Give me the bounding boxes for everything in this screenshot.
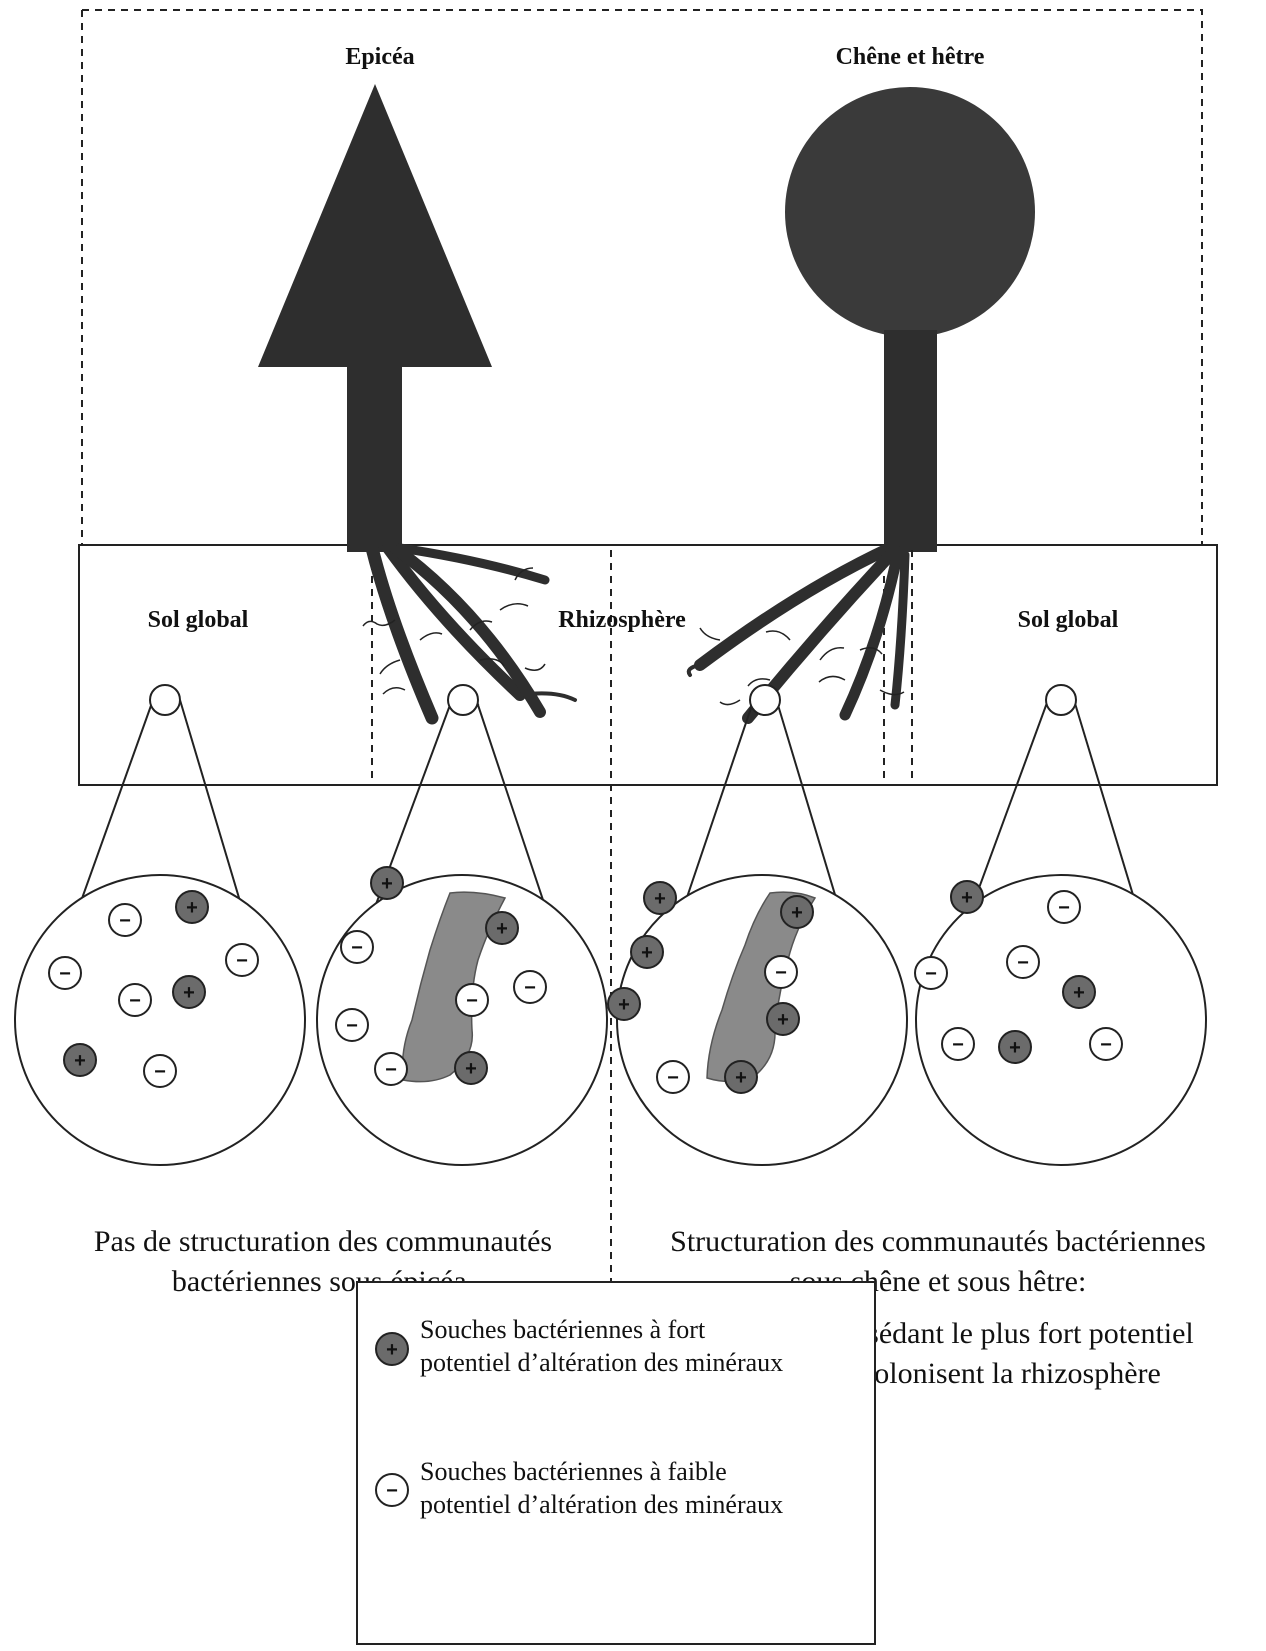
caption-right-line-1: Structuration des communautés bactérienn… (618, 1222, 1258, 1262)
low-potential-bacterium: − (119, 984, 151, 1016)
minus-sign: − (1100, 1034, 1112, 1056)
high-potential-bacterium: + (371, 867, 403, 899)
soil-box (79, 545, 1217, 785)
plus-sign: + (1009, 1037, 1021, 1059)
plus-sign: + (735, 1067, 747, 1089)
oak-beech-tree (785, 87, 1035, 545)
minus-sign: − (466, 990, 478, 1012)
low-potential-bacterium: − (336, 1009, 368, 1041)
legend-minus-text: Souches bactériennes à faible potentiel … (420, 1455, 783, 1521)
spruce-trunk (347, 367, 402, 545)
minus-sign: − (1017, 952, 1029, 974)
low-potential-bacterium: − (765, 956, 797, 988)
low-potential-bacterium: − (1007, 946, 1039, 978)
magnifier-connectors (75, 700, 1140, 918)
high-potential-bacterium: + (486, 912, 518, 944)
high-potential-bacterium: + (173, 976, 205, 1008)
high-potential-bacterium: + (999, 1031, 1031, 1063)
low-potential-bacterium: − (456, 984, 488, 1016)
plus-sign: + (183, 982, 195, 1004)
minus-sign: − (129, 990, 141, 1012)
legend-minus-line-2: potentiel d’altération des minéraux (420, 1488, 783, 1521)
high-potential-bacterium: + (767, 1003, 799, 1035)
low-potential-bacterium: − (1048, 891, 1080, 923)
plus-sign: + (654, 888, 666, 910)
plus-sign: + (777, 1009, 789, 1031)
sample-point-2 (448, 685, 478, 715)
minus-sign: − (925, 963, 937, 985)
low-potential-bacterium: − (514, 971, 546, 1003)
high-potential-bacterium: + (631, 936, 663, 968)
minus-sign: − (952, 1034, 964, 1056)
sample-point-1 (150, 685, 180, 715)
minus-sign: − (351, 937, 363, 959)
minus-sign: − (524, 977, 536, 999)
low-potential-bacterium: − (109, 904, 141, 936)
legend-minus-icon: − (372, 1470, 412, 1510)
high-potential-bacterium: + (644, 882, 676, 914)
minus-sign: − (154, 1061, 166, 1083)
low-potential-bacterium: − (942, 1028, 974, 1060)
legend-plus-text: Souches bactériennes à fort potentiel d’… (420, 1313, 783, 1379)
oak-roots (689, 548, 905, 718)
plus-sign: + (465, 1058, 477, 1080)
spruce-label: Epicéa (345, 44, 414, 70)
rhizosphere-label: Rhizosphère (558, 607, 686, 633)
sample-point-4 (1046, 685, 1076, 715)
low-potential-bacterium: − (341, 931, 373, 963)
minus-sign: − (1058, 897, 1070, 919)
plus-sign: + (791, 902, 803, 924)
minus-sign: − (346, 1015, 358, 1037)
high-potential-bacterium: + (176, 891, 208, 923)
low-potential-bacterium: − (49, 957, 81, 989)
caption-left-line-1: Pas de structuration des communautés (28, 1222, 618, 1262)
dashed-frame (82, 10, 1202, 545)
plus-sign: + (74, 1050, 86, 1072)
legend-plus-icon: + (372, 1329, 412, 1369)
high-potential-bacterium: + (725, 1061, 757, 1093)
oak-crown (785, 87, 1035, 337)
spruce-tree (258, 84, 492, 545)
sample-point-3 (750, 685, 780, 715)
low-potential-bacterium: − (915, 957, 947, 989)
minus-sign: − (775, 962, 787, 984)
spruce-crown (258, 84, 492, 367)
low-potential-bacterium: − (1090, 1028, 1122, 1060)
plus-sign: + (1073, 982, 1085, 1004)
low-potential-bacterium: − (375, 1053, 407, 1085)
plus-sign: + (381, 873, 393, 895)
plus-sign: + (961, 887, 973, 909)
high-potential-bacterium: + (455, 1052, 487, 1084)
minus-sign: − (667, 1067, 679, 1089)
plus-sign: + (496, 918, 508, 940)
high-potential-bacterium: + (64, 1044, 96, 1076)
minus-sign: − (385, 1059, 397, 1081)
plus-sign: + (186, 897, 198, 919)
legend: + Souches bactériennes à fort potentiel … (356, 1281, 876, 1645)
bulk-soil-label-left: Sol global (148, 607, 249, 633)
minus-sign: − (119, 910, 131, 932)
oak-trunk (884, 330, 937, 545)
plus-sign: + (618, 994, 630, 1016)
legend-plus-line-2: potentiel d’altération des minéraux (420, 1346, 783, 1379)
high-potential-bacterium: + (781, 896, 813, 928)
low-potential-bacterium: − (657, 1061, 689, 1093)
bulk-soil-label-right: Sol global (1018, 607, 1119, 633)
legend-plus-line-1: Souches bactériennes à fort (420, 1313, 783, 1346)
oak-beech-label: Chêne et hêtre (836, 44, 985, 70)
legend-minus-line-1: Souches bactériennes à faible (420, 1455, 783, 1488)
magnified-bulk-soil-spruce (15, 875, 305, 1165)
legend-minus-symbol: − (386, 1480, 398, 1502)
high-potential-bacterium: + (1063, 976, 1095, 1008)
minus-sign: − (59, 963, 71, 985)
high-potential-bacterium: + (608, 988, 640, 1020)
legend-plus-symbol: + (386, 1339, 398, 1361)
low-potential-bacterium: − (144, 1055, 176, 1087)
high-potential-bacterium: + (951, 881, 983, 913)
low-potential-bacterium: − (226, 944, 258, 976)
minus-sign: − (236, 950, 248, 972)
plus-sign: + (641, 942, 653, 964)
